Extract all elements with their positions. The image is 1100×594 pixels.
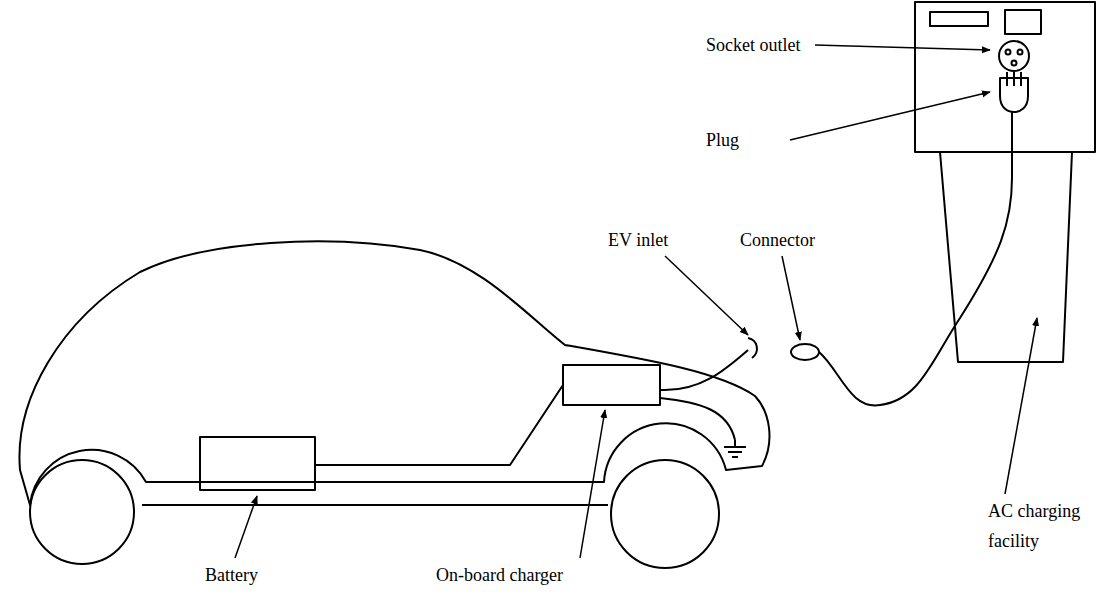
ground-symbol — [728, 451, 742, 453]
charger-box — [563, 365, 660, 405]
battery-box — [200, 437, 315, 490]
part-label: Socket outlet — [706, 30, 800, 60]
leader-arrow — [1005, 318, 1037, 494]
plug-neck — [1011, 112, 1013, 178]
ev-inlet-shape — [748, 338, 757, 358]
ground-symbol — [724, 446, 746, 448]
ground-symbol — [734, 440, 736, 447]
leader-arrow — [782, 256, 800, 340]
socket-shape — [999, 41, 1029, 71]
battery-wire — [315, 385, 563, 465]
inlet-wire — [660, 350, 748, 390]
display-panel — [930, 12, 988, 26]
leader-arrow — [665, 256, 748, 335]
part-label: Plug — [706, 125, 739, 155]
plug-prong — [1006, 72, 1008, 86]
leader-arrow — [580, 410, 605, 558]
part-label: AC charging facility — [988, 496, 1094, 556]
socket-hole — [1012, 61, 1017, 66]
front-wheel — [611, 460, 719, 568]
ground-wire — [660, 398, 735, 440]
socket-hole — [1018, 50, 1023, 55]
leader-arrow — [235, 496, 257, 558]
rear-wheel — [30, 460, 134, 564]
plug-prong — [1013, 72, 1015, 86]
charging-cable — [819, 178, 1012, 405]
car-body — [19, 241, 769, 505]
facility-pedestal — [940, 152, 1072, 362]
part-label: Connector — [740, 225, 815, 255]
plug-prong — [1020, 72, 1022, 86]
part-label: EV inlet — [608, 225, 668, 255]
socket-hole — [1006, 50, 1011, 55]
leader-arrow — [815, 45, 990, 50]
display-panel — [1005, 10, 1041, 34]
facility-head — [915, 2, 1095, 152]
ground-symbol — [732, 456, 738, 458]
connector-shape — [791, 344, 819, 360]
leader-arrow — [790, 92, 990, 140]
car-floor — [142, 504, 608, 506]
part-label: On-board charger — [436, 560, 563, 590]
part-label: Battery — [205, 560, 258, 590]
